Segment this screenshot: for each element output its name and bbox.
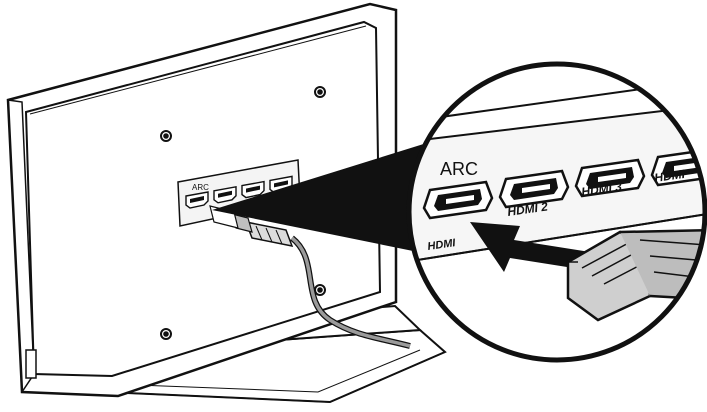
hdmi-port-small-inner-2 xyxy=(218,190,232,198)
zoomed-hdmi-ports xyxy=(422,147,705,220)
mounting-screws xyxy=(160,86,326,340)
hdmi-port-small-inner-1 xyxy=(190,196,204,203)
hdmi-3-label: HDMI 3 xyxy=(580,179,623,199)
small-hdmi-ports xyxy=(185,175,293,209)
hdmi-port-small-inner-4 xyxy=(274,180,288,188)
hdmi-plug-small xyxy=(209,205,294,248)
zoom-circle-border xyxy=(406,61,707,363)
hdmi-1-label: HDMI xyxy=(427,237,457,253)
hdmi-port-small-inner-3 xyxy=(246,185,260,193)
zoom-detail: ARC HDMI HDMI 2 HDMI 3 HDMI xyxy=(406,61,707,363)
hdmi-4-label: HDMI xyxy=(653,167,686,185)
port-label-arc-small: ARC xyxy=(192,183,209,192)
side-button xyxy=(25,349,37,379)
arc-label: ARC xyxy=(440,159,478,179)
hdmi-cable xyxy=(289,235,411,349)
hdmi-2-label: HDMI 2 xyxy=(506,199,549,219)
hdmi-port-zoomed-tongue-1 xyxy=(446,195,474,204)
insert-arrow xyxy=(470,222,590,272)
television: ARC xyxy=(6,2,447,404)
hdmi-port-zoomed-tongue-2 xyxy=(522,184,550,193)
hdmi-port-zoomed-tongue-3 xyxy=(598,173,626,182)
hdmi-port-panel: ARC xyxy=(177,159,301,227)
callout-wedge xyxy=(212,142,430,252)
